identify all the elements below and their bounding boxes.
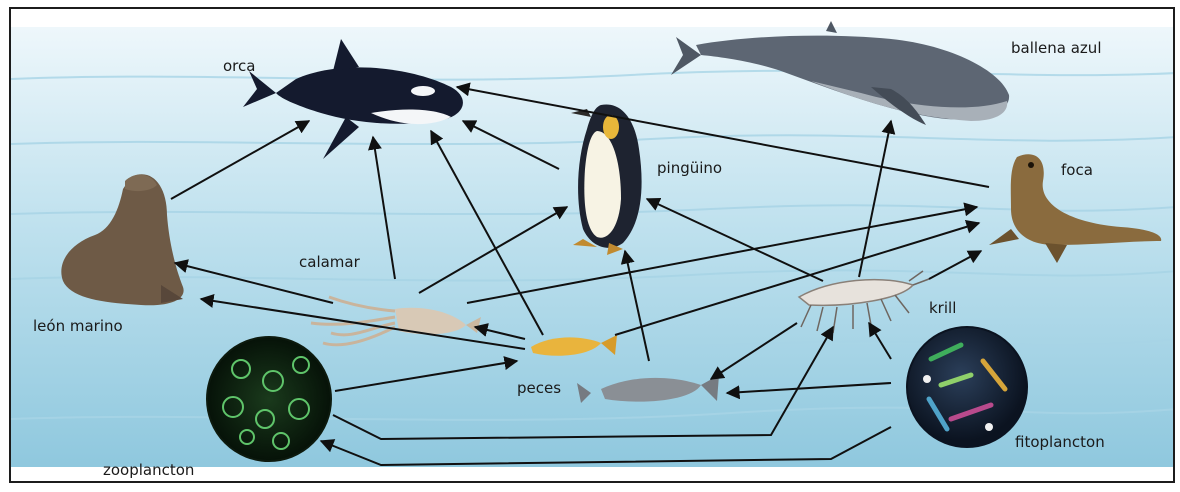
food-web-figure: orca ballena azul pingüino foca león mar… [9, 7, 1175, 483]
label-zooplancton: zooplancton [103, 461, 194, 479]
label-foca: foca [1061, 161, 1093, 179]
label-peces: peces [517, 379, 561, 397]
fitoplancton-illustration [907, 327, 1027, 447]
label-pinguino: pingüino [657, 159, 722, 177]
label-leon-marino: león marino [33, 317, 123, 335]
label-fitoplancton: fitoplancton [1015, 433, 1105, 451]
label-krill: krill [929, 299, 956, 317]
label-ballena-azul: ballena azul [1011, 39, 1101, 57]
label-orca: orca [223, 57, 255, 75]
zooplancton-illustration [207, 337, 331, 461]
ocean-food-web-diagram [11, 9, 1175, 483]
label-calamar: calamar [299, 253, 360, 271]
